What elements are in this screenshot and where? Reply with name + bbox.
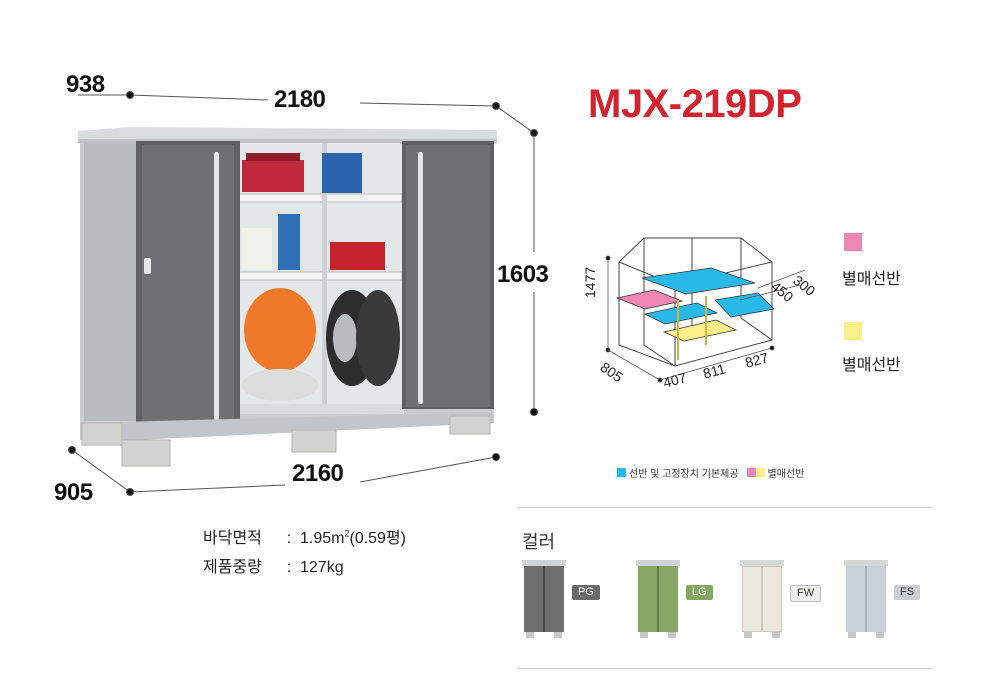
color-code-tag: LG xyxy=(686,585,713,600)
dimension-lines xyxy=(68,91,538,496)
base-depth-dimension: 905 xyxy=(54,479,93,506)
spec-superscript: 2 xyxy=(344,528,350,539)
color-code-tag: FS xyxy=(894,585,921,600)
legend-swatch-standard xyxy=(617,468,626,477)
standard-shelf-mid xyxy=(643,302,719,325)
color-code-tag: FW xyxy=(790,585,822,602)
spec-value: 1.95m xyxy=(300,530,345,547)
optional-shelf-pink xyxy=(615,289,684,310)
spec-weight: 제품중량:127kg xyxy=(203,553,406,577)
spec-separator: : xyxy=(286,530,292,547)
legend-swatch-yellow xyxy=(755,468,765,477)
color-code-tag: PG xyxy=(572,585,600,600)
standard-shelf-upper xyxy=(641,267,756,295)
spec-separator: : xyxy=(286,559,292,576)
base-width-dimension: 2160 xyxy=(292,460,344,487)
spec-value: 127kg xyxy=(300,559,344,576)
standard-shelf-right xyxy=(714,292,775,318)
color-option-pg[interactable]: PG xyxy=(522,560,600,638)
mini-shed xyxy=(844,560,888,638)
color-option-fw[interactable]: FW xyxy=(740,560,822,638)
height-dimension: 1603 xyxy=(497,261,549,288)
shed-left-door xyxy=(136,141,240,427)
product-model-title: MJX-219DP xyxy=(588,82,802,126)
spec-label: 제품중량 xyxy=(203,559,262,576)
color-option-lg[interactable]: LG xyxy=(636,560,713,638)
optional-shelf-pink-label: 별매선반 xyxy=(842,271,901,288)
optional-shelf-pink-swatch xyxy=(844,233,862,251)
spec-list: 바닥면적:1.95m2(0.59평) 제품중량:127kg xyxy=(203,524,406,577)
concrete-blocks xyxy=(81,415,491,467)
shelf-legend: 선반 및 고정장치 기본제공 별매선반 xyxy=(617,465,804,480)
color-section-top-divider xyxy=(518,507,932,508)
legend-label-optional: 별매선반 xyxy=(767,469,805,480)
mini-shed xyxy=(522,560,566,638)
spec-floor-area: 바닥면적:1.95m2(0.59평) xyxy=(203,524,406,548)
color-section-title: 컬러 xyxy=(522,532,556,552)
shed-right-door xyxy=(402,141,494,409)
spec-label: 바닥면적 xyxy=(203,530,262,547)
optional-shelf-yellow-label: 별매선반 xyxy=(842,357,901,374)
shed-contents xyxy=(242,153,400,401)
optional-shelf-yellow-swatch xyxy=(844,322,862,340)
color-option-fs[interactable]: FS xyxy=(844,560,921,638)
legend-label-standard: 선반 및 고정장치 기본제공 xyxy=(629,469,739,480)
shelf-posts xyxy=(677,296,707,360)
interior-shelves xyxy=(615,267,775,342)
mini-shed xyxy=(740,560,784,638)
color-section-bottom-divider xyxy=(518,668,932,669)
legend-swatch-pink xyxy=(746,468,756,477)
spec-value-tail: (0.59평) xyxy=(349,530,407,547)
top-depth-dimension: 938 xyxy=(66,71,105,98)
interior-dimension-lines xyxy=(605,255,806,383)
interior-height-dimension: 1477 xyxy=(582,266,598,298)
top-width-dimension: 2180 xyxy=(274,86,326,113)
mini-shed xyxy=(636,560,680,638)
